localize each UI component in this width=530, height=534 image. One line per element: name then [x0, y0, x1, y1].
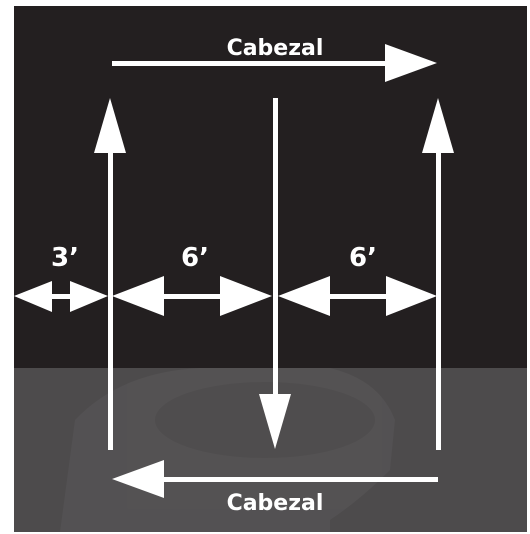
watermark-logo: [60, 368, 395, 532]
dimension-arrow-2: [112, 276, 272, 316]
dimension-arrow-1: [14, 281, 108, 312]
bottom-arrow: [112, 460, 438, 498]
dimension-arrow-3: [278, 276, 437, 316]
dimension-label-3: 6’: [349, 243, 377, 273]
left-vertical-arrow: [94, 98, 126, 450]
dimension-label-2: 6’: [181, 243, 209, 273]
right-vertical-arrow: [422, 98, 454, 450]
bottom-label: Cabezal: [227, 491, 324, 516]
middle-vertical-arrow: [259, 98, 291, 449]
dimension-label-1: 3’: [51, 243, 79, 273]
upper-panel: [14, 6, 527, 368]
top-label: Cabezal: [227, 36, 324, 61]
top-arrow: [112, 44, 437, 82]
